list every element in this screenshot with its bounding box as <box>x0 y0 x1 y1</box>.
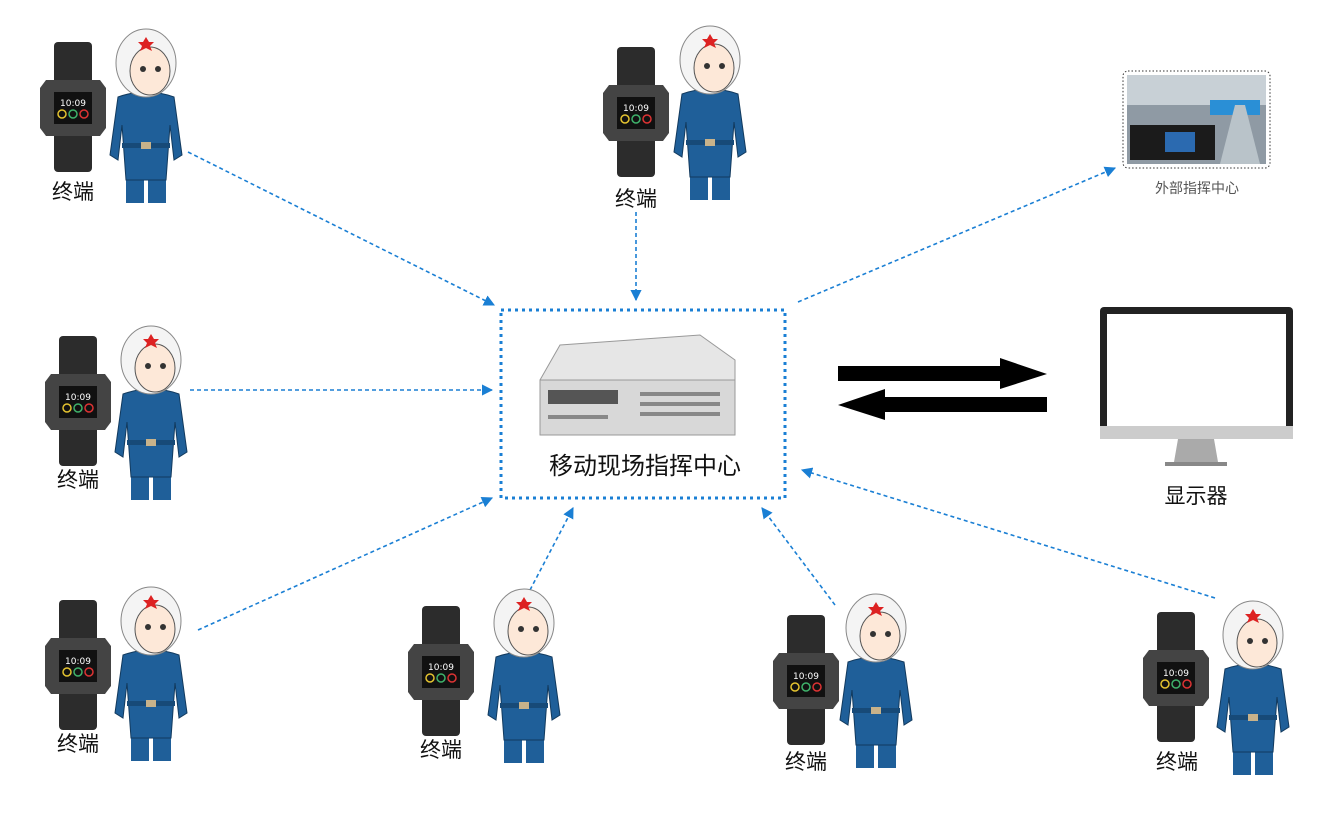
terminal-label: 终端 <box>420 738 462 762</box>
center-label: 移动现场指挥中心 <box>549 452 741 480</box>
terminal-label: 终端 <box>57 732 99 756</box>
monitor-icon <box>1100 307 1293 466</box>
monitor-label: 显示器 <box>1164 484 1228 508</box>
terminal-label: 终端 <box>615 187 657 211</box>
link-t4 <box>197 497 494 631</box>
watch-time: 10:09 <box>60 99 86 109</box>
link-t6 <box>761 507 836 606</box>
watch-time: 10:09 <box>1163 669 1189 679</box>
terminal-label: 终端 <box>1156 750 1198 774</box>
external-center-image <box>1122 70 1271 169</box>
server-icon <box>539 334 736 436</box>
terminal-label: 终端 <box>57 468 99 492</box>
bidirectional-arrows <box>838 358 1047 420</box>
watch-time: 10:09 <box>428 663 454 673</box>
watch-time: 10:09 <box>623 104 649 114</box>
link-t1 <box>187 151 496 306</box>
link-external <box>797 166 1117 303</box>
link-t7 <box>800 467 1216 599</box>
center-box <box>499 308 787 500</box>
terminal-label: 终端 <box>785 750 827 774</box>
external-center-label: 外部指挥中心 <box>1155 181 1239 197</box>
watch-time: 10:09 <box>65 393 91 403</box>
terminal-label: 终端 <box>52 180 94 204</box>
watch-time: 10:09 <box>65 657 91 667</box>
watch-time: 10:09 <box>793 672 819 682</box>
link-t5 <box>529 507 574 591</box>
